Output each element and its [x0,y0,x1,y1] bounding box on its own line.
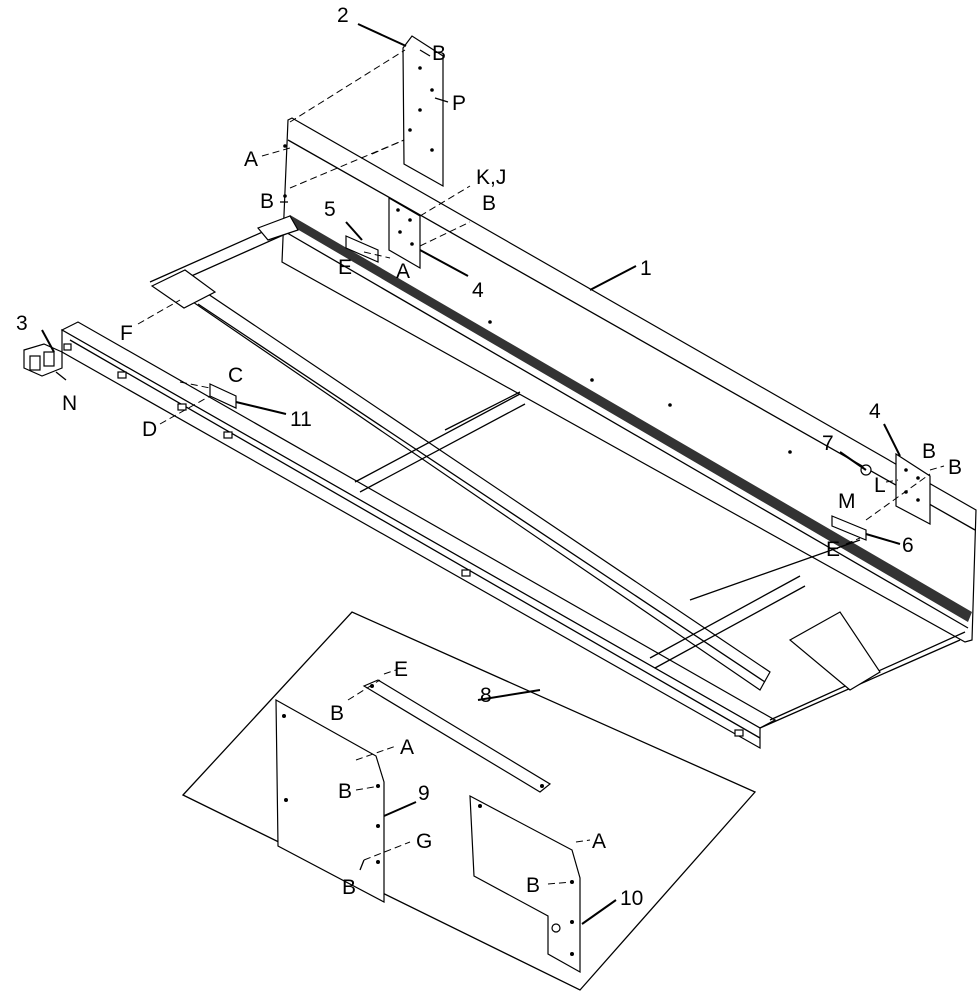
letter-N: N [62,392,77,415]
letter-A-top: A [244,148,258,171]
letter-P: P [452,92,466,115]
callout-5: 5 [324,198,336,221]
letter-C: C [228,364,243,387]
letter-A-plate: A [396,260,410,283]
letter-E-strap: E [394,658,408,681]
letter-E-bracket-5: E [338,256,352,279]
letter-B-plate-4: B [482,192,496,215]
callout-1: 1 [640,257,652,280]
plate-part-4-right [895,452,931,525]
reference-letters: A A A A B B B B B B B B B C D E E E F G … [62,42,962,899]
plate-part-2 [402,35,444,188]
letter-A-shield-10: A [592,830,606,853]
letter-B-shield-9-bottom: B [342,876,356,899]
letter-L: L [874,474,886,497]
letter-B-shield-10: B [526,874,540,897]
letter-B-strap: B [330,702,344,725]
callout-9: 9 [418,782,430,805]
letter-D: D [142,418,157,441]
callout-3: 3 [16,312,28,335]
plate-part-4-left [388,196,421,270]
letter-B-plate-2: B [432,42,446,65]
letter-B-right-1: B [922,440,936,463]
callout-10: 10 [620,887,643,910]
letter-KJ: K,J [476,166,506,189]
letter-B-shield-9-mid: B [338,780,352,803]
callout-11: 11 [290,408,312,431]
bracket-part-5 [345,235,379,263]
detail-inset [181,611,757,991]
bracket-part-6 [831,515,867,541]
letter-G: G [416,830,432,853]
callout-numbers: 1 2 3 4 4 5 6 7 8 9 10 11 [16,4,914,910]
letter-E-bracket-6: E [826,538,840,561]
callout-2: 2 [337,4,349,27]
callout-4-right: 4 [869,400,881,423]
frame-assembly [60,117,977,750]
latch-part-3 [23,343,63,377]
callout-4-left: 4 [472,279,484,302]
plate-part-11 [209,383,237,409]
callout-8: 8 [480,684,492,707]
letter-A-shield-9: A [400,736,414,759]
letter-M: M [838,490,856,513]
letter-B-wall: B [260,190,274,213]
leader-lines [41,23,945,925]
letter-F: F [120,322,133,345]
callout-6: 6 [902,534,914,557]
letter-B-right-2: B [948,456,962,479]
callout-7: 7 [822,432,834,455]
